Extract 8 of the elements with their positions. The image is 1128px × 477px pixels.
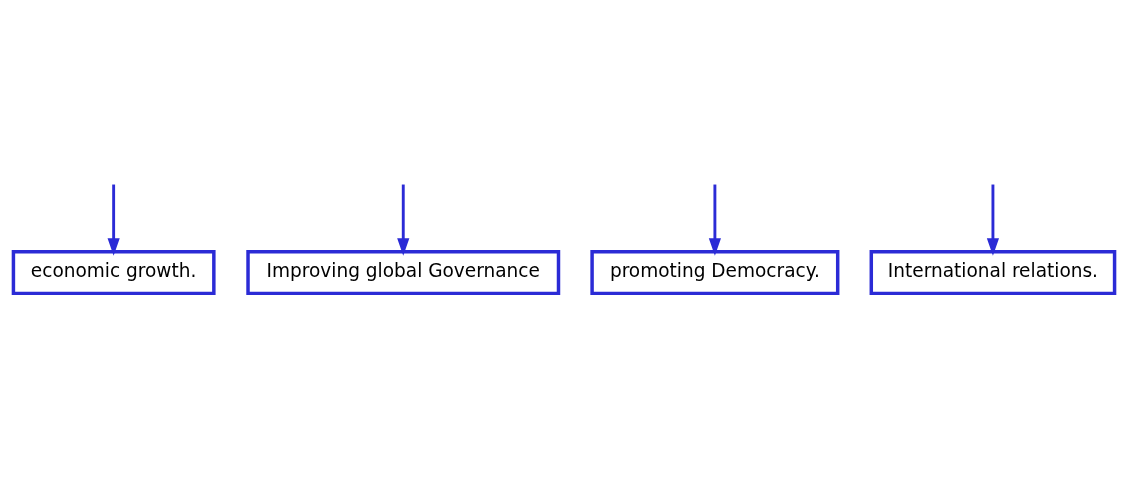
arrow <box>708 184 721 256</box>
node-box: promoting Democracy. <box>590 249 840 296</box>
arrow <box>107 184 120 256</box>
node-box: Improving global Governance <box>246 249 561 296</box>
arrow <box>397 184 410 256</box>
node-box: International relations. <box>869 249 1117 296</box>
arrow <box>986 184 1000 256</box>
node-box: economic growth. <box>11 249 216 296</box>
